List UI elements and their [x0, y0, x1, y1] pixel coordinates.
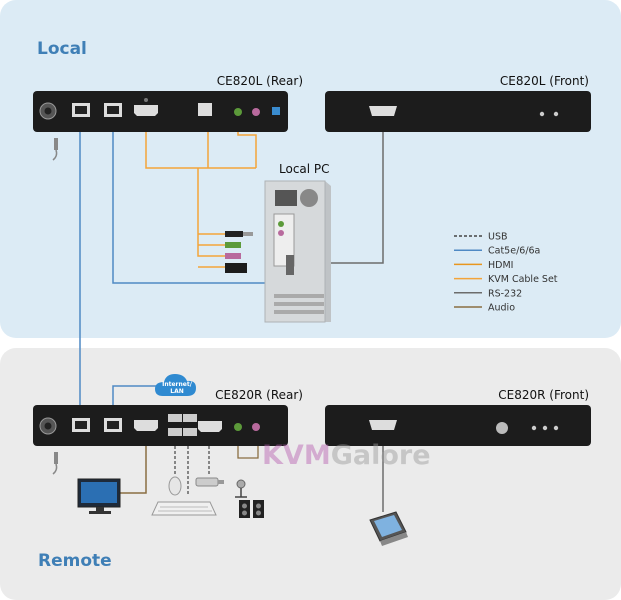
touch-panel-icon — [369, 511, 408, 546]
remote-front-label: CE820R (Front) — [498, 388, 589, 402]
legend-item: RS-232 — [454, 288, 522, 299]
legend-label: Cat5e/6/6a — [488, 246, 540, 257]
legend-label: HDMI — [488, 260, 513, 271]
local-pc-label: Local PC — [279, 162, 330, 176]
kvm-cable-connectors — [225, 231, 253, 273]
power-plug-icon — [52, 452, 58, 475]
hdmi-monitor-cable — [120, 436, 147, 494]
local-rear-label: CE820L (Rear) — [217, 74, 303, 88]
watermark-logo: KVMGalore — [262, 440, 431, 471]
legend-item: Cat5e/6/6a — [454, 246, 540, 257]
svg-text:Internet/: Internet/ — [162, 381, 193, 388]
speakers-icon — [239, 500, 264, 518]
monitor-icon — [77, 478, 121, 514]
svg-text:LAN: LAN — [170, 388, 184, 395]
local-pc-tower — [264, 180, 331, 323]
remote-rear-unit — [33, 405, 288, 446]
audio-cable-remote — [237, 436, 259, 459]
cat5-pc-cable — [112, 114, 265, 284]
remote-front-unit — [325, 405, 591, 446]
remote-zone-label: Remote — [38, 551, 112, 571]
legend-label: Audio — [488, 303, 515, 314]
legend-item: HDMI — [454, 260, 513, 271]
internet-cloud-icon: Internet/ LAN — [155, 374, 196, 396]
legend-label: RS-232 — [488, 288, 522, 299]
usb-drive-icon — [195, 477, 224, 487]
legend-item: USB — [454, 232, 508, 243]
legend-item: Audio — [454, 303, 515, 314]
svg-text:KVMGalore: KVMGalore — [262, 440, 431, 471]
legend-label: KVM Cable Set — [488, 274, 558, 285]
local-rear-unit — [33, 91, 288, 132]
microphone-icon — [235, 479, 247, 498]
local-zone-label: Local — [37, 39, 87, 59]
local-front-unit — [325, 91, 591, 132]
power-plug-icon — [52, 138, 58, 161]
legend-label: USB — [488, 232, 508, 243]
remote-rear-label: CE820R (Rear) — [215, 388, 303, 402]
legend-item: KVM Cable Set — [454, 274, 558, 285]
keyboard-icon — [151, 501, 217, 516]
mouse-icon — [168, 476, 182, 496]
local-zone — [0, 0, 621, 338]
local-front-label: CE820L (Front) — [500, 74, 589, 88]
